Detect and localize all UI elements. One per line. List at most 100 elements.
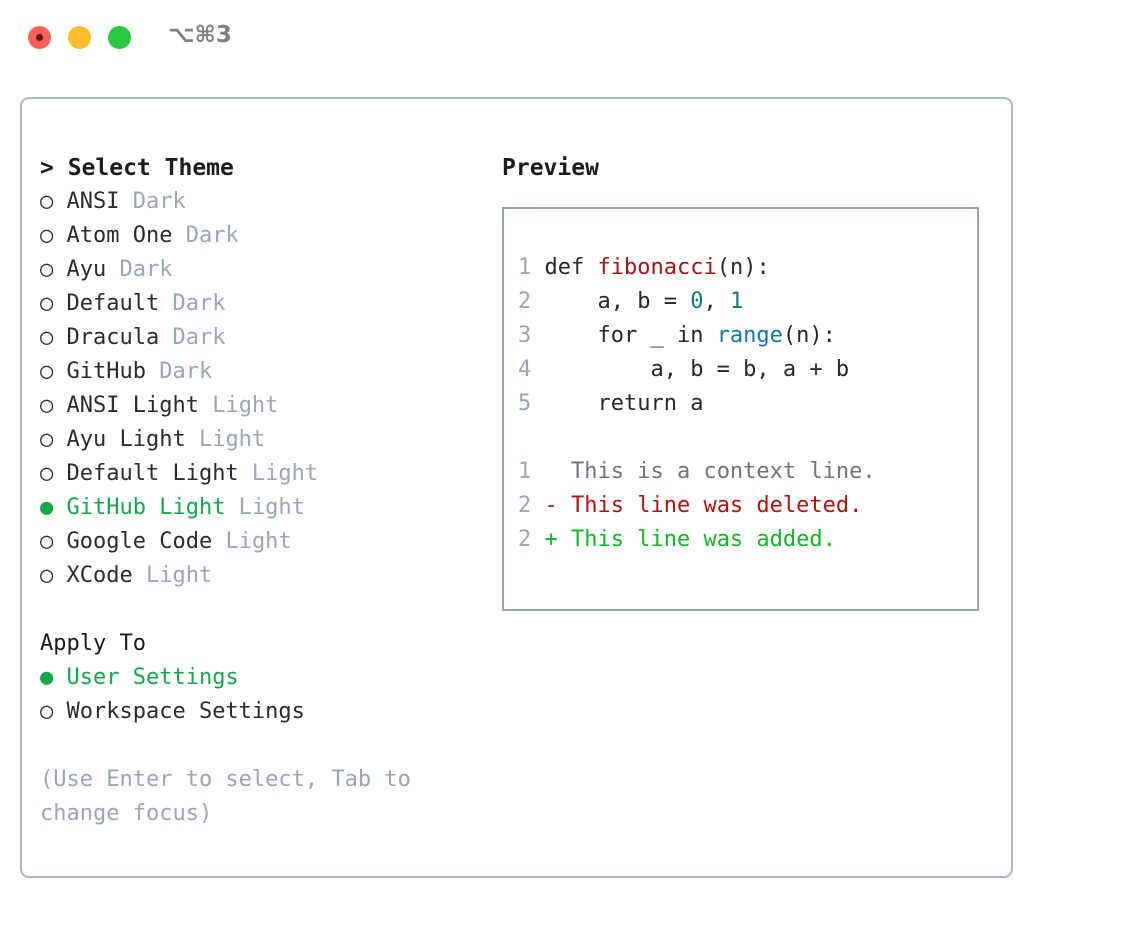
code-blank-line bbox=[518, 421, 876, 455]
code-token-plain: a, b = bbox=[544, 289, 691, 314]
theme-variant-tag: Light bbox=[238, 461, 319, 486]
apply-to-option-label: User Settings bbox=[53, 665, 239, 690]
apply-to-option[interactable]: ○ Workspace Settings bbox=[40, 695, 480, 729]
diff-line-text: This is a context line. bbox=[557, 459, 876, 484]
radio-unselected-icon[interactable]: ○ bbox=[40, 699, 54, 724]
diff-line-number: 1 bbox=[518, 459, 545, 484]
radio-selected-icon[interactable]: ● bbox=[40, 495, 54, 520]
apply-to-section: Apply To ● User Settings○ Workspace Sett… bbox=[40, 627, 480, 729]
diff-line-number: 2 bbox=[518, 493, 545, 518]
code-line-number: 3 bbox=[518, 323, 545, 348]
diff-marker-del: - bbox=[544, 493, 558, 518]
theme-variant-tag: Dark bbox=[172, 223, 239, 248]
radio-unselected-icon[interactable]: ○ bbox=[40, 563, 54, 588]
theme-variant-tag: Dark bbox=[145, 359, 213, 384]
radio-unselected-icon[interactable]: ○ bbox=[40, 257, 54, 282]
code-token-num: 0 bbox=[690, 289, 704, 314]
theme-variant-tag: Dark bbox=[159, 291, 226, 316]
apply-to-option-label: Workspace Settings bbox=[53, 699, 305, 724]
theme-variant-tag: Light bbox=[212, 529, 292, 554]
diff-line: 2 - This line was deleted. bbox=[518, 489, 876, 523]
radio-unselected-icon[interactable]: ○ bbox=[40, 461, 54, 486]
theme-list-item[interactable]: ○ Ayu Light Light bbox=[40, 423, 480, 457]
maximize-window-button[interactable] bbox=[108, 26, 131, 49]
diff-marker-add: + bbox=[544, 527, 558, 552]
theme-list[interactable]: ○ ANSI Dark○ Atom One Dark○ Ayu Dark○ De… bbox=[40, 185, 480, 593]
theme-name: Atom One bbox=[53, 223, 173, 248]
theme-list-item[interactable]: ○ Default Light Light bbox=[40, 457, 480, 491]
apply-to-option[interactable]: ● User Settings bbox=[40, 661, 480, 695]
code-token-func: fibonacci bbox=[597, 255, 717, 280]
theme-name: XCode bbox=[53, 563, 133, 588]
code-line: 2 a, b = 0, 1 bbox=[518, 285, 876, 319]
theme-variant-tag: Dark bbox=[106, 257, 173, 282]
theme-variant-tag: Light bbox=[225, 495, 305, 520]
help-hint-text: (Use Enter to select, Tab to change focu… bbox=[40, 767, 425, 826]
apply-to-title: Apply To bbox=[40, 631, 146, 656]
theme-name: GitHub Light bbox=[53, 495, 226, 520]
radio-unselected-icon[interactable]: ○ bbox=[40, 223, 54, 248]
theme-list-item[interactable]: ○ Atom One Dark bbox=[40, 219, 480, 253]
radio-unselected-icon[interactable]: ○ bbox=[40, 189, 54, 214]
theme-list-item[interactable]: ○ Ayu Dark bbox=[40, 253, 480, 287]
theme-selector-panel: > Select Theme ○ ANSI Dark○ Atom One Dar… bbox=[20, 97, 1013, 878]
diff-line: 1 This is a context line. bbox=[518, 455, 876, 489]
theme-list-item[interactable]: ○ Dracula Dark bbox=[40, 321, 480, 355]
apply-to-options[interactable]: ● User Settings○ Workspace Settings bbox=[40, 661, 480, 729]
code-token-plain: def bbox=[544, 255, 598, 280]
radio-unselected-icon[interactable]: ○ bbox=[40, 393, 54, 418]
minimize-window-button[interactable] bbox=[68, 26, 91, 49]
theme-list-item[interactable]: ○ XCode Light bbox=[40, 559, 480, 593]
code-line-number: 4 bbox=[518, 357, 545, 382]
theme-list-item[interactable]: ● GitHub Light Light bbox=[40, 491, 480, 525]
radio-unselected-icon[interactable]: ○ bbox=[40, 359, 54, 384]
code-token-num: 1 bbox=[729, 289, 744, 314]
radio-selected-icon[interactable]: ● bbox=[40, 665, 54, 690]
diff-line-number: 2 bbox=[518, 527, 545, 552]
diff-line: 2 + This line was added. bbox=[518, 523, 876, 557]
diff-marker-ctx bbox=[545, 459, 558, 484]
code-token-plain: (n): bbox=[716, 255, 770, 280]
diff-line-text: This line was added. bbox=[557, 527, 836, 552]
preview-column: Preview 1 def fibonacci(n):2 a, b = 0, 1… bbox=[502, 151, 992, 611]
theme-variant-tag: Light bbox=[198, 393, 279, 418]
radio-unselected-icon[interactable]: ○ bbox=[40, 529, 54, 554]
theme-list-item[interactable]: ○ Google Code Light bbox=[40, 525, 480, 559]
theme-variant-tag: Light bbox=[132, 563, 213, 588]
radio-unselected-icon[interactable]: ○ bbox=[40, 427, 54, 452]
theme-list-item[interactable]: ○ Default Dark bbox=[40, 287, 480, 321]
keyboard-shortcut-label: ⌥⌘3 bbox=[168, 22, 232, 48]
code-token-plain: return a bbox=[544, 391, 704, 416]
theme-name: Ayu Light bbox=[53, 427, 186, 452]
select-theme-header: > Select Theme bbox=[40, 155, 234, 181]
code-token-kwfn: range bbox=[716, 323, 783, 348]
preview-title: Preview bbox=[502, 155, 599, 181]
theme-name: Dracula bbox=[53, 325, 160, 350]
code-line: 3 for _ in range(n): bbox=[518, 319, 876, 353]
radio-unselected-icon[interactable]: ○ bbox=[40, 291, 54, 316]
theme-name: Default Light bbox=[53, 461, 239, 486]
theme-name: Google Code bbox=[53, 529, 213, 554]
theme-list-item[interactable]: ○ GitHub Dark bbox=[40, 355, 480, 389]
theme-list-column: > Select Theme ○ ANSI Dark○ Atom One Dar… bbox=[40, 151, 480, 831]
theme-name: Default bbox=[53, 291, 160, 316]
theme-name: GitHub bbox=[53, 359, 146, 384]
close-window-button[interactable] bbox=[28, 26, 51, 49]
code-token-plain: for _ in bbox=[544, 323, 717, 348]
code-token-plain: , bbox=[703, 289, 730, 314]
radio-unselected-icon[interactable]: ○ bbox=[40, 325, 54, 350]
theme-list-item[interactable]: ○ ANSI Light Light bbox=[40, 389, 480, 423]
code-line-number: 2 bbox=[518, 289, 545, 314]
theme-list-item[interactable]: ○ ANSI Dark bbox=[40, 185, 480, 219]
code-line: 5 return a bbox=[518, 387, 876, 421]
theme-variant-tag: Light bbox=[185, 427, 266, 452]
theme-variant-tag: Dark bbox=[119, 189, 186, 214]
theme-name: Ayu bbox=[53, 257, 107, 282]
theme-variant-tag: Dark bbox=[159, 325, 226, 350]
code-line: 1 def fibonacci(n): bbox=[518, 251, 876, 285]
code-line-number: 1 bbox=[518, 255, 545, 280]
code-line: 4 a, b = b, a + b bbox=[518, 353, 876, 387]
